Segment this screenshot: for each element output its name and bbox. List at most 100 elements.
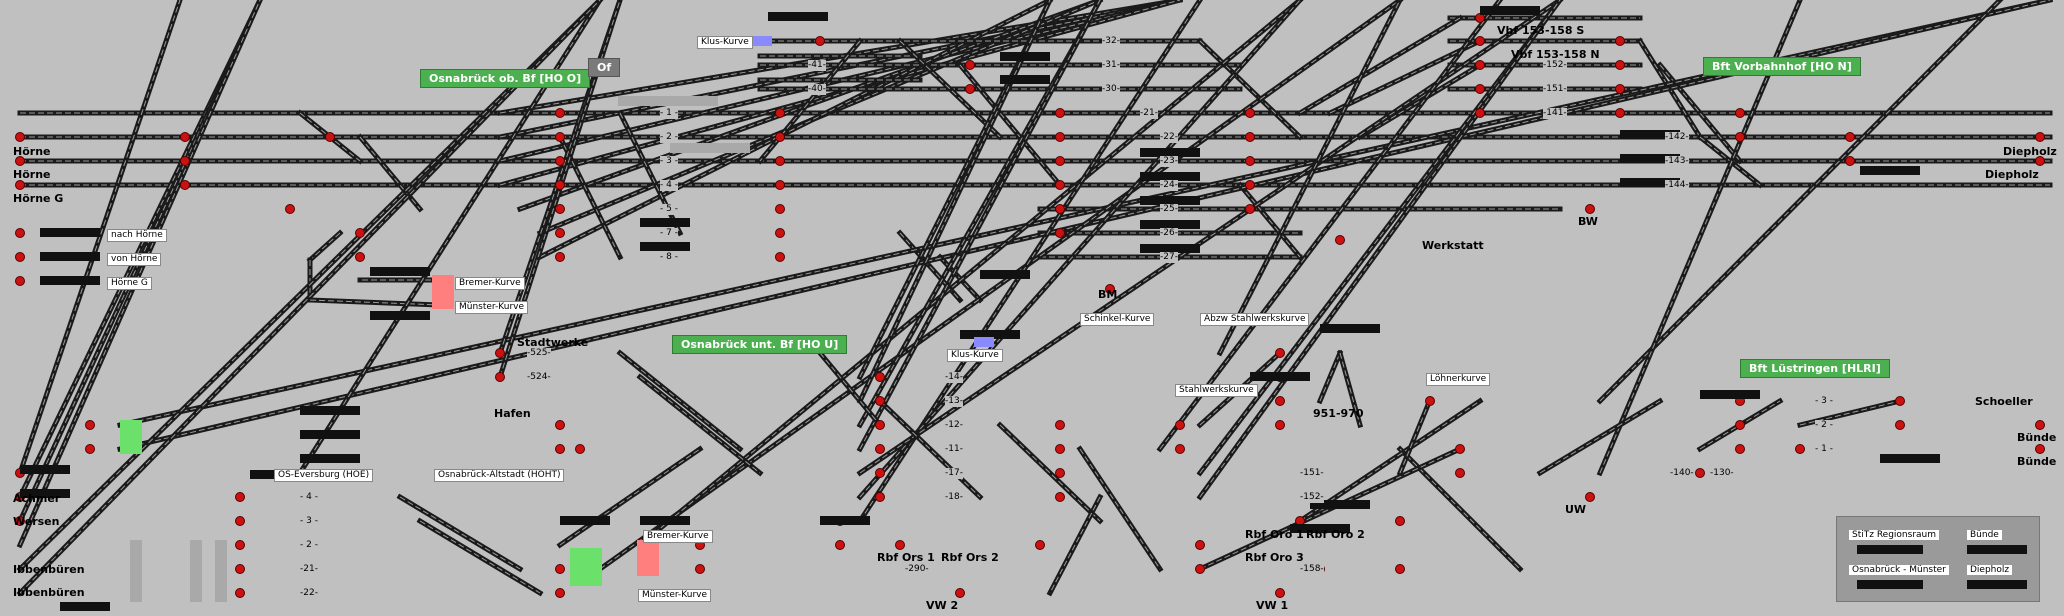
display-block[interactable] [300,454,360,463]
signal-icon[interactable] [2035,132,2045,142]
signal-icon[interactable] [355,252,365,262]
signal-icon[interactable] [1425,396,1435,406]
display-block[interactable] [300,406,360,415]
display-block[interactable] [1000,75,1050,84]
signal-icon[interactable] [2035,156,2045,166]
signal-icon[interactable] [555,180,565,190]
signal-icon[interactable] [775,180,785,190]
signal-icon[interactable] [1195,540,1205,550]
signal-icon[interactable] [1175,420,1185,430]
signal-icon[interactable] [575,444,585,454]
display-block[interactable] [1620,154,1680,163]
display-block[interactable] [40,276,100,285]
display-block[interactable] [1880,454,1940,463]
display-block[interactable] [1480,6,1540,15]
signal-icon[interactable] [85,444,95,454]
signal-icon[interactable] [15,156,25,166]
signal-icon[interactable] [495,348,505,358]
signal-icon[interactable] [1795,444,1805,454]
signal-icon[interactable] [555,564,565,574]
signal-icon[interactable] [1245,132,1255,142]
signal-icon[interactable] [1055,444,1065,454]
signal-icon[interactable] [1055,492,1065,502]
display-block[interactable] [1140,148,1200,157]
signal-icon[interactable] [1245,108,1255,118]
signal-icon[interactable] [815,36,825,46]
signal-icon[interactable] [875,372,885,382]
signal-icon[interactable] [1275,396,1285,406]
signal-icon[interactable] [180,180,190,190]
signal-icon[interactable] [15,180,25,190]
panel-bar-4[interactable] [1967,580,2027,589]
signal-icon[interactable] [555,204,565,214]
display-block[interactable] [1140,172,1200,181]
signal-icon[interactable] [1245,204,1255,214]
signal-icon[interactable] [235,516,245,526]
signal-icon[interactable] [1475,84,1485,94]
display-block[interactable] [20,489,70,498]
panel-bar-2[interactable] [1967,545,2027,554]
signal-icon[interactable] [555,252,565,262]
signal-icon[interactable] [1055,468,1065,478]
signal-icon[interactable] [1395,516,1405,526]
signal-icon[interactable] [775,204,785,214]
signal-icon[interactable] [965,84,975,94]
signal-icon[interactable] [1475,108,1485,118]
signal-icon[interactable] [1615,36,1625,46]
signal-icon[interactable] [325,132,335,142]
signal-icon[interactable] [235,588,245,598]
display-block[interactable] [1000,52,1050,61]
signal-icon[interactable] [1055,420,1065,430]
signal-icon[interactable] [875,468,885,478]
display-block[interactable] [1140,196,1200,205]
signal-icon[interactable] [1475,60,1485,70]
signal-icon[interactable] [1735,420,1745,430]
signal-icon[interactable] [235,492,245,502]
signal-icon[interactable] [1475,36,1485,46]
display-block[interactable] [768,12,828,21]
signal-icon[interactable] [875,396,885,406]
display-block[interactable] [1700,390,1760,399]
panel-bar-1[interactable] [1857,545,1923,554]
display-block[interactable] [1320,324,1380,333]
signal-icon[interactable] [1055,228,1065,238]
display-block[interactable] [300,430,360,439]
signal-icon[interactable] [555,444,565,454]
display-block[interactable] [1620,130,1680,139]
signal-icon[interactable] [15,516,25,526]
signal-icon[interactable] [85,420,95,430]
signal-icon[interactable] [2035,444,2045,454]
display-block[interactable] [560,516,610,525]
station-ho-u[interactable]: Osnabrück unt. Bf [HO U] [672,335,848,354]
signal-icon[interactable] [1335,235,1345,245]
signal-icon[interactable] [875,492,885,502]
display-block[interactable] [60,602,110,611]
display-block[interactable] [960,330,1020,339]
signal-icon[interactable] [555,108,565,118]
signal-icon[interactable] [1055,156,1065,166]
display-block[interactable] [1310,500,1370,509]
signal-icon[interactable] [285,204,295,214]
signal-icon[interactable] [775,132,785,142]
signal-icon[interactable] [180,132,190,142]
display-block[interactable] [40,252,100,261]
station-ho-n[interactable]: Bft Vorbahnhof [HO N] [1703,57,1861,76]
signal-icon[interactable] [1585,492,1595,502]
signal-icon[interactable] [1695,468,1705,478]
signal-icon[interactable] [1455,444,1465,454]
display-block[interactable] [370,267,430,276]
signal-icon[interactable] [1395,564,1405,574]
signal-icon[interactable] [775,156,785,166]
signal-icon[interactable] [1035,540,1045,550]
signal-icon[interactable] [775,228,785,238]
panel-bar-3[interactable] [1857,580,1923,589]
signal-icon[interactable] [1055,108,1065,118]
display-block[interactable] [1140,244,1200,253]
display-block[interactable] [640,218,690,227]
display-block[interactable] [20,465,70,474]
signal-icon[interactable] [1735,132,1745,142]
display-block[interactable] [40,228,100,237]
signal-icon[interactable] [1735,108,1745,118]
signal-icon[interactable] [15,276,25,286]
signal-icon[interactable] [1055,204,1065,214]
